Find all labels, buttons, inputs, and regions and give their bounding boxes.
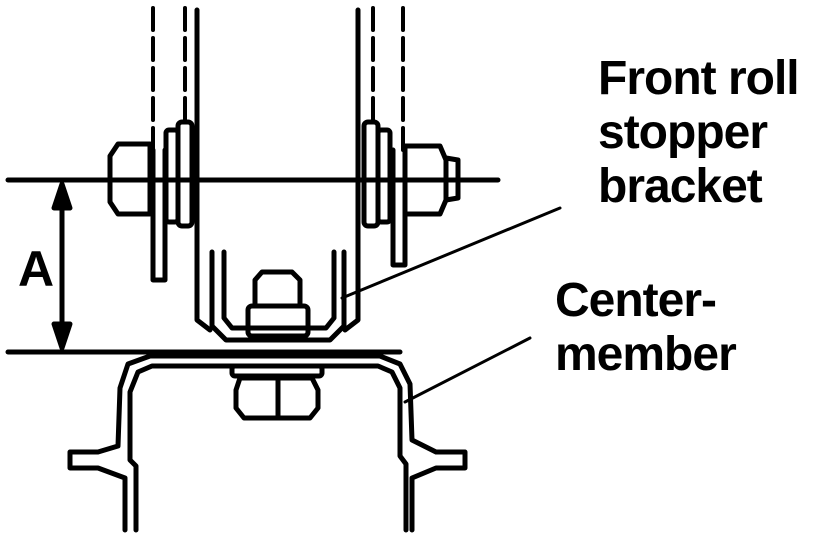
- dimension-arrow-top: [51, 181, 73, 211]
- right-bolt-end: [443, 155, 461, 203]
- center-member-outer: [67, 353, 468, 533]
- leader-front-roll: [340, 206, 562, 300]
- left-side-plate: [150, 147, 168, 283]
- right-washer-inner: [375, 127, 393, 225]
- left-washer-inner: [163, 127, 181, 225]
- center-member-label: Center- member: [555, 274, 737, 382]
- dimension-arrow-bottom: [51, 321, 73, 351]
- label-line: Center-: [555, 274, 717, 327]
- bracket-dashed-sides: [151, 6, 405, 152]
- center-member-inner: [127, 363, 409, 533]
- label-line: bracket: [598, 160, 763, 213]
- leader-center-member: [403, 336, 532, 404]
- label-line: stopper: [598, 106, 768, 159]
- dimension-a-label: A: [18, 241, 54, 297]
- left-nut: [107, 141, 153, 217]
- inner-u-channel: [209, 249, 347, 343]
- label-line: member: [555, 328, 737, 381]
- front-roll-stopper-bracket-label: Front roll stopper bracket: [598, 52, 800, 214]
- label-line: Front roll: [598, 52, 800, 105]
- center-bolt-head: [252, 269, 303, 309]
- insulator-body: [194, 7, 361, 333]
- lower-nut: [233, 375, 321, 421]
